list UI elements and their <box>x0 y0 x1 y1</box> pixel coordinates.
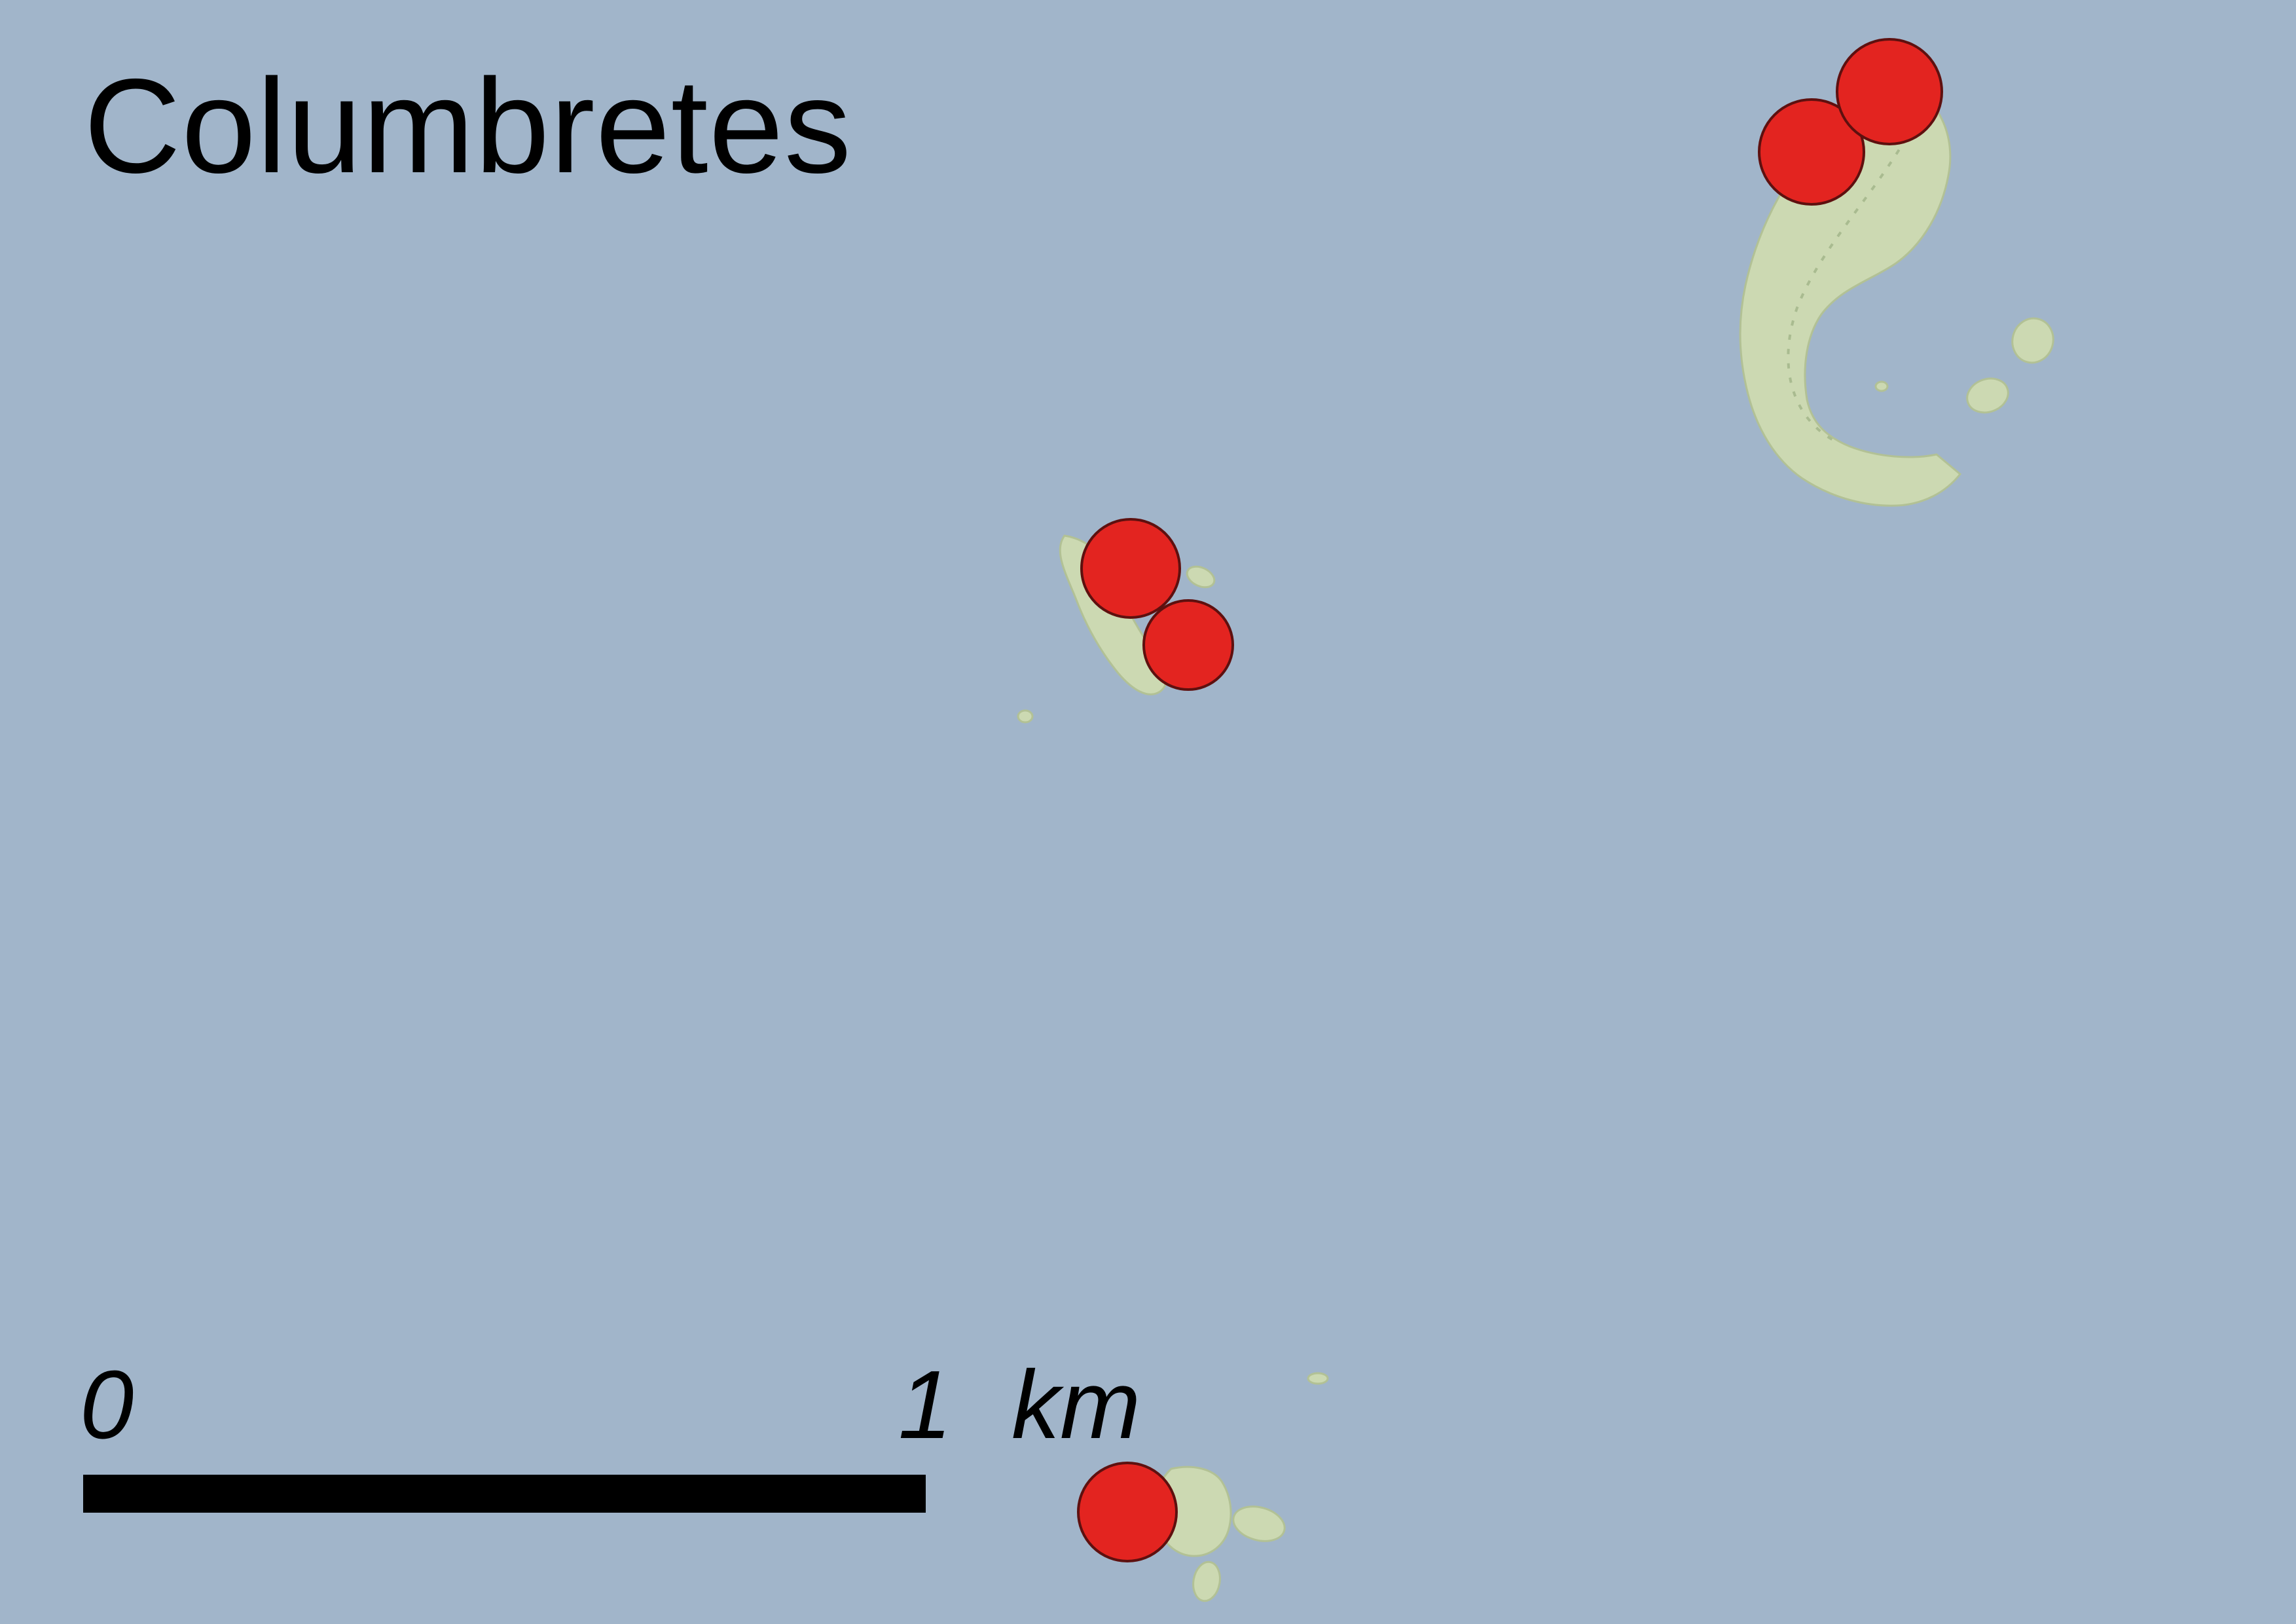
trail-1 <box>1787 136 1908 441</box>
island-4 <box>1874 380 1889 392</box>
island-6 <box>1186 565 1216 589</box>
island-9 <box>1232 1505 1286 1542</box>
island-11 <box>1307 1372 1329 1385</box>
island-2 <box>2011 317 2054 364</box>
marker-5 <box>1077 1462 1178 1562</box>
markers-layer <box>1077 38 1943 1562</box>
scale-unit-label: km <box>1011 1351 1141 1459</box>
scale-start-label: 0 <box>80 1351 134 1459</box>
scale-bar-labels: 0 1 km <box>0 1357 1309 1462</box>
scale-end-label: 1 <box>898 1351 953 1459</box>
island-7 <box>1017 709 1034 724</box>
marker-2 <box>1836 38 1943 145</box>
map-title: Columbretes <box>84 51 852 201</box>
island-10 <box>1192 1560 1221 1602</box>
island-3 <box>1966 377 2009 414</box>
marker-1 <box>1758 98 1865 206</box>
scale-bar <box>83 1475 926 1513</box>
trails-layer <box>1787 136 1908 441</box>
marker-4 <box>1142 599 1234 691</box>
marker-3 <box>1080 518 1181 619</box>
